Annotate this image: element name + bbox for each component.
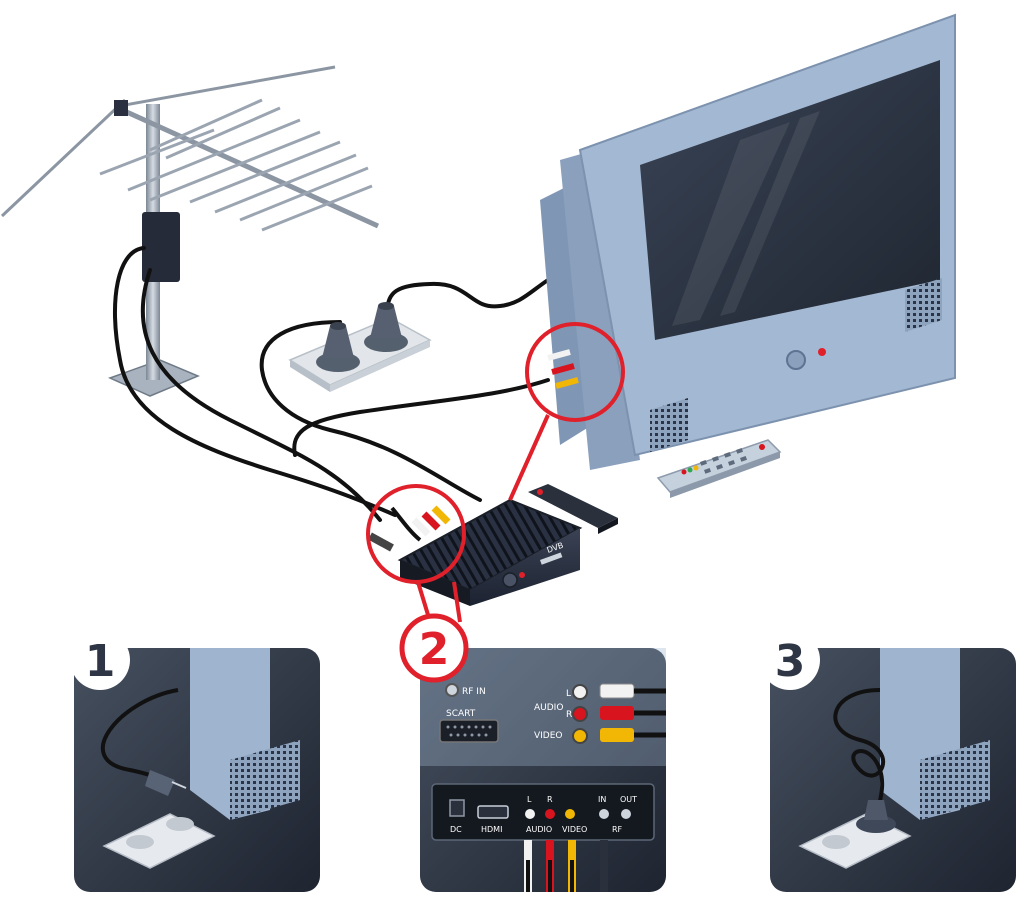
- back-audio-r-port: [545, 809, 555, 819]
- receiver-box: DVB: [397, 498, 583, 606]
- dc-port: [449, 799, 465, 817]
- tv-speaker-right: [905, 278, 942, 332]
- receiver-remote: [528, 484, 618, 534]
- tv-screen: [640, 60, 940, 340]
- rf-out-back-label: OUT: [620, 795, 637, 804]
- tv-speaker-left: [650, 398, 688, 452]
- highlight-tv-inputs: [525, 322, 625, 422]
- tv-power-button: [786, 350, 806, 370]
- audio-r-port: [572, 706, 588, 722]
- audio-r-label: R: [566, 710, 572, 720]
- rca-plugs-receiver: [368, 505, 451, 552]
- back-l-label: L: [527, 795, 532, 804]
- step3-number: 3: [775, 636, 806, 687]
- scart-port: [439, 719, 499, 743]
- step2-number: 2: [419, 624, 450, 675]
- hdmi-label: HDMI: [481, 825, 502, 834]
- rf-in-label: RF IN: [462, 687, 486, 697]
- tv-power-led: [818, 348, 826, 356]
- highlight-receiver-inputs: [366, 484, 466, 584]
- step3-panel: 3: [760, 630, 1016, 892]
- receiver-front: [470, 528, 580, 606]
- dc-label: DC: [450, 825, 462, 834]
- highlight-callouts: [366, 322, 625, 629]
- hdmi-port: [477, 805, 509, 819]
- rf-in-back-label: IN: [598, 795, 606, 804]
- back-audio-l-port: [525, 809, 535, 819]
- video-label: VIDEO: [534, 731, 563, 741]
- rf-out-back-port: [621, 809, 631, 819]
- tv: [540, 13, 956, 470]
- receiver-side: [400, 560, 470, 606]
- antenna-amplifier: [142, 212, 180, 282]
- step2-badge: [399, 613, 469, 683]
- back-r-label: R: [547, 795, 553, 804]
- back-video-label: VIDEO: [562, 825, 587, 834]
- video-port: [572, 728, 588, 744]
- scart-label: SCART: [446, 709, 476, 719]
- antenna-elements: [99, 98, 373, 232]
- step2-panel: RF IN SCART AUDIO L R VIDEO DC HDMI L R …: [399, 613, 666, 892]
- cables: [113, 246, 550, 522]
- power-strip: [288, 302, 432, 392]
- step1-panel: 1: [70, 630, 320, 892]
- audio-l-label: L: [566, 689, 571, 699]
- back-video-port: [565, 809, 575, 819]
- rca-plugs-tv: [547, 349, 579, 389]
- step1-badge: [70, 630, 130, 690]
- rf-in-back-port: [599, 809, 609, 819]
- rf-in-port: [445, 683, 459, 697]
- step1-number: 1: [85, 636, 116, 687]
- back-audio-label: AUDIO: [526, 825, 552, 834]
- rf-back-label: RF: [612, 825, 623, 834]
- audio-label: AUDIO: [534, 703, 563, 713]
- receiver-back-panel: [431, 783, 655, 841]
- step3-badge: [760, 630, 820, 690]
- audio-l-port: [572, 684, 588, 700]
- tv-remote: [656, 439, 782, 498]
- antenna: [0, 65, 380, 397]
